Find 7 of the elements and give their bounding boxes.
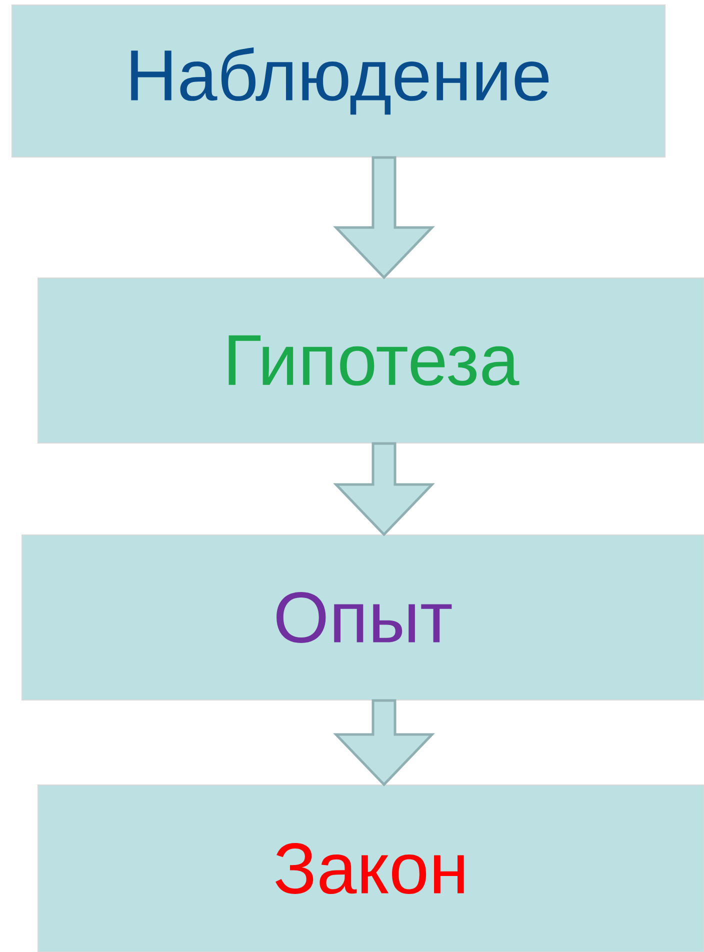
process-box: Гипотеза [38,278,704,444]
block-arrow [333,156,435,280]
block-arrow [333,442,435,536]
process-box: Наблюдение [12,4,666,158]
process-box: Опыт [22,534,704,700]
process-box: Закон [38,784,704,952]
block-arrow [333,699,435,786]
